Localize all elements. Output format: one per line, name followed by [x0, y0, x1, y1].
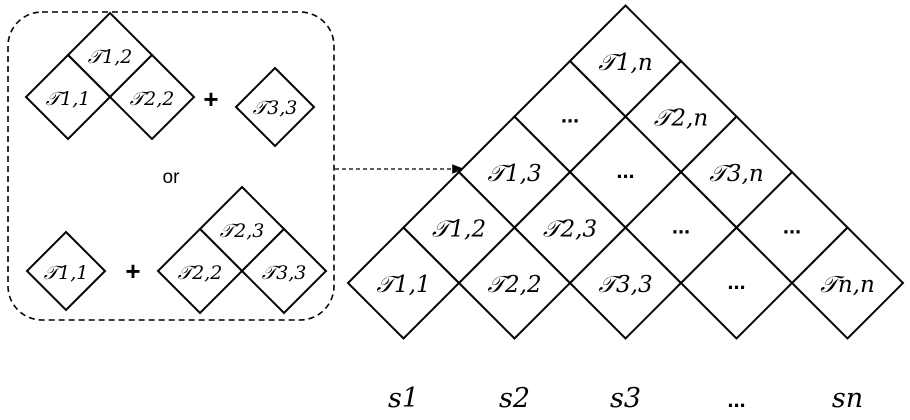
option-a-label-left: 𝒯1,1: [46, 88, 91, 110]
triangle-cell: [568, 4, 683, 118]
option-b-label-right: 𝒯3,3: [262, 262, 307, 284]
sequence-tokens: s1 s2 s3... sn: [388, 383, 863, 414]
triangle-cell-label: 𝒯2,2: [487, 272, 541, 298]
triangle-cell-label: 𝒯1,1: [376, 272, 430, 298]
option-a-label-top: 𝒯1,2: [88, 46, 133, 68]
triangle-cell-label: 𝒯1,2: [432, 217, 486, 243]
split-options-panel: [7, 11, 335, 321]
sequence-token: s2: [499, 383, 530, 414]
option-a-label-right: 𝒯2,2: [130, 88, 175, 110]
triangle-cell-label: 𝒯n,n: [820, 272, 875, 298]
or-connector: or: [163, 167, 181, 188]
option-a-label-single: 𝒯3,3: [253, 97, 298, 119]
option-a-cell-single: [234, 66, 316, 148]
triangle-cell-label: ...: [616, 158, 634, 183]
sequence-token: sn: [832, 383, 863, 414]
option-b-label-top: 𝒯2,3: [220, 220, 265, 242]
triangle-cell-label: 𝒯2,3: [543, 217, 597, 243]
sequence-token: ...: [727, 387, 745, 412]
triangle-cell-label: ...: [672, 214, 690, 239]
sequence-token: s3: [610, 383, 641, 414]
triangle-cell-label: ...: [561, 103, 579, 128]
option-b-cell-left: [156, 227, 244, 315]
parse-chart-triangle: 𝒯1,1 𝒯2,2 𝒯3,3... 𝒯n,n 𝒯1,2 𝒯2,3...... 𝒯1,3...…: [346, 4, 905, 340]
option-b-label-left: 𝒯2,2: [178, 262, 223, 284]
triangle-cell-label: 𝒯3,3: [598, 272, 652, 298]
option-a-cell-left: [24, 53, 112, 141]
option-b-cell-right: [240, 227, 328, 315]
triangle-cell-label: ...: [727, 269, 745, 294]
triangle-cell-label: ...: [783, 214, 801, 239]
option-a: 𝒯1,2 𝒯1,1 𝒯2,2 + 𝒯3,3: [24, 11, 316, 148]
triangle-cell-label: 𝒯2,n: [654, 106, 708, 132]
option-a-cell-right: [108, 53, 196, 141]
triangle-cell-label: 𝒯1,n: [598, 50, 652, 76]
sequence-token: s1: [388, 383, 419, 414]
option-b-label-single: 𝒯1,1: [44, 262, 89, 284]
option-a-plus: +: [203, 84, 218, 114]
triangle-cell-label: 𝒯1,3: [487, 161, 541, 187]
option-b-plus: +: [125, 256, 140, 286]
option-b-cell-single: [25, 230, 107, 312]
option-b: 𝒯1,1 + 𝒯2,3 𝒯2,2 𝒯3,3: [25, 185, 328, 315]
triangle-cell-label: 𝒯3,n: [709, 161, 763, 187]
